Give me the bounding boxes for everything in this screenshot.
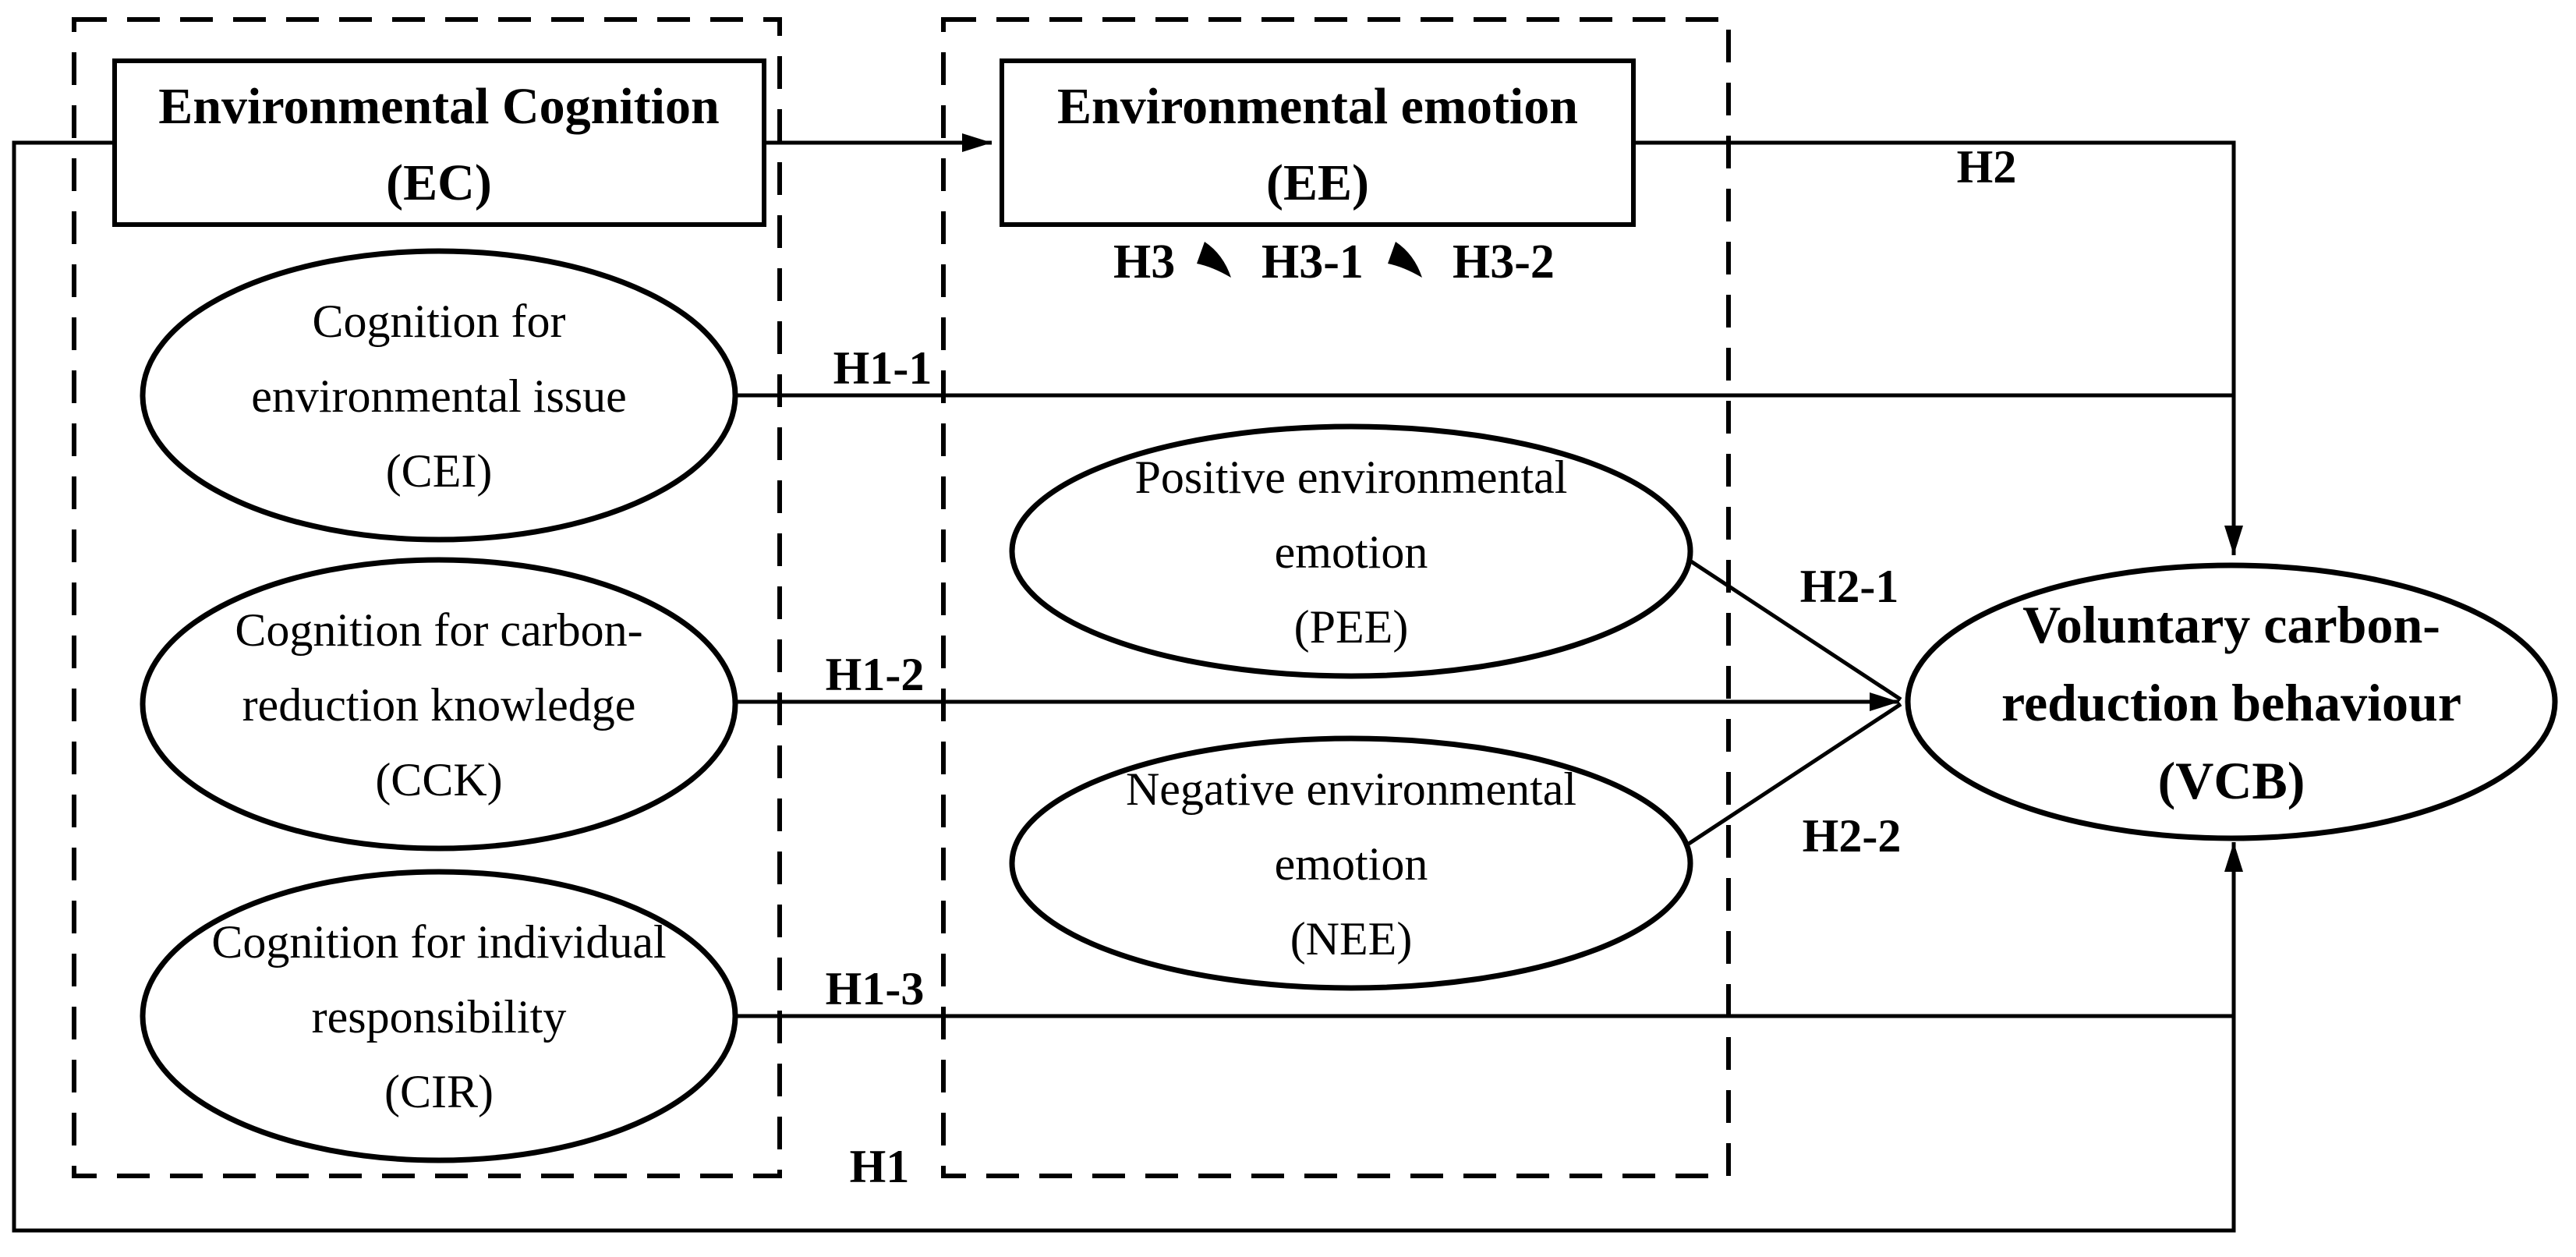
cir-ellipse: [140, 869, 738, 1163]
ee-title-box: [1000, 58, 1636, 227]
ec-title-box: [112, 58, 766, 227]
cei-label-line2: environmental issue: [251, 370, 627, 422]
vcb-ellipse: [1905, 562, 2558, 841]
pee-label-line3: (PEE): [1294, 601, 1409, 653]
cei-label-line3: (CEI): [386, 445, 493, 497]
cir-label-line1: Cognition for individual: [211, 916, 666, 968]
cck-label-line3: (CCK): [375, 754, 502, 806]
ec-title-line1: Environmental Cognition: [158, 78, 719, 135]
ideographic-comma-icon: [1388, 242, 1422, 278]
h1-1-label: H1-1: [833, 342, 932, 394]
h2-path-ee-to-vcb-top: [1633, 140, 2243, 555]
ec-group-dashed-box: [72, 17, 782, 1178]
h3-group-label: H3 H3-1 H3-2: [1113, 235, 1555, 289]
nee-label-line2: emotion: [1275, 838, 1428, 890]
ec-title-line2: (EC): [386, 154, 492, 211]
cir-label-line2: responsibility: [312, 991, 567, 1043]
ideographic-comma-icon: [1197, 242, 1231, 278]
ee-group-dashed-box: [941, 17, 1731, 1178]
h1-label: H1: [850, 1141, 910, 1192]
h2-label: H2: [1957, 141, 2017, 193]
vcb-label-line2: reduction behaviour: [2001, 673, 2461, 732]
vcb-label-line1: Voluntary carbon-: [2022, 595, 2440, 654]
cir-label-line3: (CIR): [384, 1066, 494, 1117]
cei-ellipse: [140, 248, 738, 543]
h1-3-label: H1-3: [826, 963, 925, 1014]
h3-part-2: H3-1: [1261, 235, 1364, 289]
pee-ellipse: [1009, 423, 1693, 679]
cck-ellipse: [140, 557, 738, 852]
vcb-label-line3: (VCB): [2158, 751, 2305, 810]
nee-label-line3: (NEE): [1290, 913, 1413, 965]
h2-1-label: H2-1: [1800, 561, 1899, 612]
pee-label-line1: Positive environmental: [1135, 451, 1568, 503]
h1-2-label: H1-2: [826, 649, 925, 700]
pee-label-line2: emotion: [1275, 526, 1428, 578]
nee-label-line1: Negative environmental: [1126, 763, 1576, 815]
h3-part-1: H3: [1113, 235, 1175, 289]
cck-label-line2: reduction knowledge: [242, 679, 636, 731]
h2-2-line-nee-to-vcb: [1687, 702, 1902, 846]
cei-label-line1: Cognition for: [313, 296, 566, 347]
h2-1-line-pee-to-vcb: [1687, 558, 1902, 702]
h1-path-ec-to-vcb-bottom: [12, 140, 2243, 1233]
nee-ellipse: [1009, 735, 1693, 991]
h2-2-label: H2-2: [1803, 810, 1902, 862]
ee-title-line2: (EE): [1266, 154, 1369, 211]
cck-label-line1: Cognition for carbon-: [235, 604, 642, 656]
h3-part-3: H3-2: [1453, 235, 1555, 289]
ee-title-line1: Environmental emotion: [1057, 78, 1578, 135]
